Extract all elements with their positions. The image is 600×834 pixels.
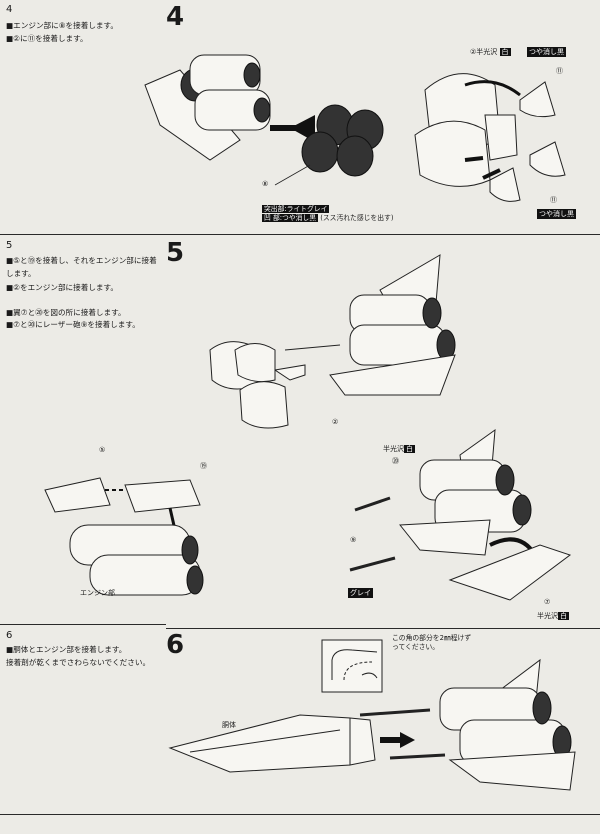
step5-engine-wing-illustration	[209, 254, 456, 429]
step6-fuselage-assembly-illustration	[168, 658, 576, 791]
step4-matte-black-tag-b: つや消し黒	[537, 209, 576, 219]
step4-nozzle-illustration	[414, 73, 566, 202]
step5-small-number: 5	[6, 240, 13, 251]
step4-part2-tag: 白	[499, 48, 511, 56]
step5-engine-part-illustration	[44, 477, 204, 596]
step4-part8-exhaust-illustration	[270, 104, 384, 177]
step4-label-part11b: ⑪	[550, 196, 557, 204]
step4-big-number: 4	[166, 2, 184, 32]
step6-small-number: 6	[6, 630, 13, 641]
step4-note-suffix: (スス汚れた感じを出す)	[320, 214, 394, 222]
step5-instruction-4: ■⑦と⑳にレーザー砲⑨を接着します。	[6, 320, 140, 329]
step6-cut-note: この角の部分を2㎜程けずってください。	[392, 634, 472, 651]
step4-instructions: ■エンジン部に⑧を接着します。 ■②に⑪を接着します。	[6, 20, 156, 45]
step5-instruction-2: ■②をエンジン部に接着します。	[6, 283, 118, 292]
step4-label-part11a: ⑪	[556, 67, 563, 75]
step4-instruction-2: ■②に⑪を接着します。	[6, 33, 88, 43]
step5-label-engine: エンジン部	[80, 589, 115, 597]
step5-label-part5: ⑤	[99, 446, 106, 454]
step5-label-part20: ⑳	[392, 457, 399, 465]
step5-gray-tag: グレイ	[348, 588, 373, 598]
step4-color-note: 突出部:ライトグレイ 凹 部:つや消し黒 (スス汚れた感じを出す)	[262, 205, 393, 223]
step4-label-part2: ②半光沢 白	[470, 47, 511, 57]
step6-instruction-2: 接着剤が乾くまでさわらないでください。	[6, 657, 151, 667]
step5-instruction-1: ■⑤と⑲を接着し、それをエンジン部に接着します。	[6, 256, 157, 278]
step4-matte-black-tag-a: つや消し黒	[527, 47, 566, 57]
step5-big-number: 5	[166, 238, 184, 268]
divider-step4-step5-left	[0, 234, 166, 235]
divider-step5-step6-right	[166, 628, 600, 629]
step5-wing-laser-illustration	[349, 428, 572, 601]
step5-half-gloss-a-text: 半光沢	[383, 445, 404, 453]
step4-note-line1: 突出部:ライトグレイ	[262, 205, 330, 213]
step5-label-part9: ⑨	[350, 536, 357, 544]
step5-label-part7: ⑦	[544, 598, 551, 606]
step5-instruction-3: ■翼⑦と⑳を図の所に接着します。	[6, 307, 126, 317]
step6-label-fuselage: 胴体	[222, 721, 236, 729]
divider-step4-step5-right	[166, 234, 600, 235]
step5-half-gloss-b-text: 半光沢	[537, 612, 558, 620]
step4-note-line2: 凹 部:つや消し黒	[262, 214, 319, 222]
step4-leader-line-part8	[274, 164, 311, 186]
step6-cut-detail-illustration	[321, 639, 383, 693]
step6-instruction-1: ■胴体とエンジン部を接着します。	[6, 645, 127, 654]
step4-small-number: 4	[6, 4, 13, 15]
step5-half-gloss-a: 半光沢白	[383, 444, 415, 454]
step6-instructions: ■胴体とエンジン部を接着します。 接着剤が乾くまでさわらないでください。	[6, 644, 161, 669]
step6-big-number: 6	[166, 630, 184, 660]
step4-instruction-1: ■エンジン部に⑧を接着します。	[6, 21, 118, 30]
step4-label-part8: ⑧	[262, 180, 269, 188]
step4-engine-assembly-illustration	[144, 54, 271, 161]
step5-instructions: ■⑤と⑲を接着し、それをエンジン部に接着します。 ■②をエンジン部に接着します。…	[6, 255, 161, 332]
step5-label-part19: ⑲	[200, 462, 207, 470]
step5-half-gloss-b-tag: 白	[558, 612, 569, 620]
step5-half-gloss-a-tag: 白	[404, 445, 415, 453]
bottom-border	[0, 814, 600, 815]
step5-label-part2: ②	[332, 418, 339, 426]
divider-step5-step6-left	[0, 624, 166, 625]
step5-half-gloss-b: 半光沢白	[537, 611, 569, 621]
step4-part2-text: ②半光沢	[470, 48, 498, 56]
